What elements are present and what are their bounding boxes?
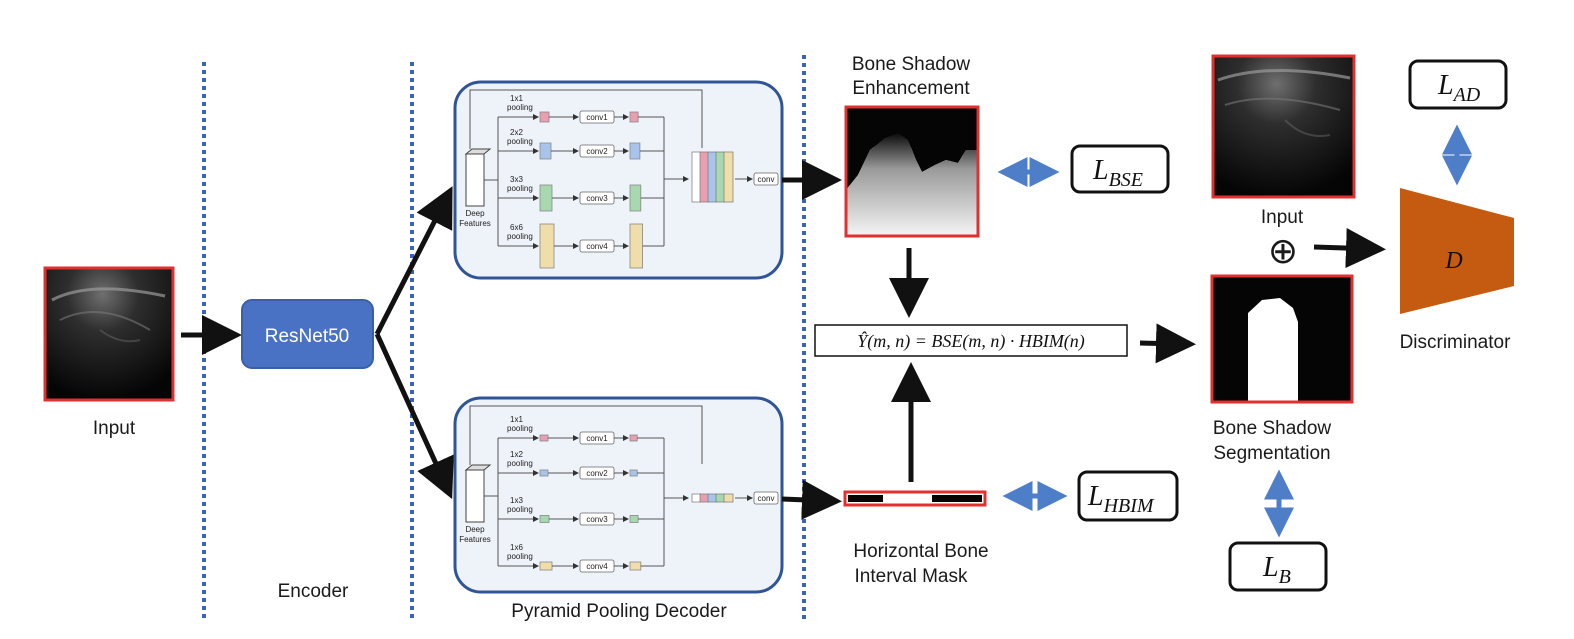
bottom-pyramid-decoder-panel: DeepFeatures1x1poolingconv11x2poolingcon…: [453, 396, 784, 594]
upsampled-feature-block: [629, 184, 642, 212]
input-ultrasound-image: [43, 266, 175, 402]
out-conv-label: conv: [758, 175, 775, 184]
upsampled-feature-block: [629, 223, 644, 269]
bypass-connection: [469, 405, 703, 465]
pool-size-label: 1x1: [510, 415, 523, 424]
pooled-feature-block: [539, 561, 553, 571]
out-conv-label: conv: [758, 494, 775, 503]
pool-size-label: 1x6: [510, 543, 523, 552]
deep-features-label-line1: Deep: [465, 209, 485, 218]
top-decoder-internals: DeepFeatures1x1poolingconv12x2poolingcon…: [459, 89, 779, 269]
conv-label: conv2: [586, 469, 608, 478]
hbim-title-line1: Horizontal Bone: [853, 541, 988, 562]
pooled-feature-block: [539, 515, 550, 523]
top-pyramid-decoder-panel: DeepFeatures1x1poolingconv12x2poolingcon…: [453, 80, 784, 280]
pooled-feature-block: [539, 434, 549, 442]
deep-features-block: [465, 469, 485, 523]
segmentation-output-image: [1210, 274, 1354, 404]
encoder-label: Encoder: [278, 581, 349, 602]
upsampled-feature-block: [629, 515, 639, 523]
out-conv-box: [753, 491, 779, 505]
bse-title-line1: Bone Shadow: [852, 54, 971, 75]
arrow-concat-to-discriminator: [1313, 228, 1386, 269]
hbim-mask-bar: [843, 490, 987, 507]
pool-sub-label: pooling: [507, 552, 533, 561]
concat-oplus-symbol: ⊕: [1268, 230, 1298, 271]
conv-label: conv4: [586, 242, 608, 251]
resnet50-block: [241, 299, 374, 369]
deep-features-label-line1: Deep: [465, 525, 485, 534]
pool-sub-label: pooling: [507, 103, 533, 112]
seg-title-line1: Bone Shadow: [1213, 418, 1332, 439]
formula-text: Ŷ(m, n) = BSE(m, n) · HBIM(n): [857, 330, 1085, 352]
pooled-feature-block: [539, 111, 550, 123]
upsampled-feature-block: [629, 561, 642, 571]
pooled-feature-block: [539, 142, 552, 160]
pool-size-label: 1x2: [510, 450, 523, 459]
input-right-ultrasound-image: [1211, 54, 1356, 199]
pyramid-pooling-decoder-label: Pyramid Pooling Decoder: [511, 601, 727, 622]
conv-label: conv3: [586, 194, 608, 203]
conv-label: conv3: [586, 515, 608, 524]
pooled-feature-block: [539, 184, 553, 212]
pool-sub-label: pooling: [507, 459, 533, 468]
input-left-label: Input: [93, 418, 136, 439]
loss-ad-text: LAD: [1437, 70, 1481, 106]
upsampled-feature-block: [629, 142, 641, 160]
deep-features-label-line2: Features: [459, 535, 491, 544]
deep-features-block-top: [464, 464, 492, 471]
input-right-label: Input: [1261, 207, 1304, 228]
upsampled-feature-block: [629, 434, 638, 442]
loss-b-text: LB: [1262, 552, 1291, 588]
pool-size-label: 1x3: [510, 496, 523, 505]
loss-bse-box: [1070, 144, 1170, 194]
pool-sub-label: pooling: [507, 505, 533, 514]
bse-output-image: [844, 105, 980, 238]
pooled-feature-block: [539, 223, 555, 269]
out-conv-box: [753, 172, 779, 186]
loss-ad-box: [1408, 59, 1508, 110]
conv-label: conv1: [586, 113, 608, 122]
deep-features-block: [465, 153, 485, 207]
pool-sub-label: pooling: [507, 184, 533, 193]
arrow-resnet-to-bottom-decoder: [374, 332, 454, 500]
conv-label: conv4: [586, 562, 608, 571]
concat-feature-slice: [723, 151, 734, 203]
discriminator-symbol: D: [1444, 248, 1462, 274]
seg-title-line2: Segmentation: [1213, 443, 1330, 464]
pool-size-label: 3x3: [510, 175, 523, 184]
pool-size-label: 6x6: [510, 223, 523, 232]
loss-b-box: [1228, 541, 1328, 592]
deep-features-block-top: [464, 148, 492, 155]
arrow-formula-to-segmentation: [1139, 323, 1196, 364]
upsampled-feature-block: [629, 469, 638, 477]
discriminator-label: Discriminator: [1400, 332, 1512, 353]
loss-hbim-box: [1077, 470, 1179, 522]
conv-label: conv2: [586, 147, 608, 156]
loss-bse-text: LBSE: [1092, 155, 1143, 191]
arrow-resnet-to-top-decoder: [374, 186, 453, 336]
loss-hbim-text: LHBIM: [1087, 481, 1155, 517]
resnet50-label: ResNet50: [265, 326, 350, 347]
deep-features-label-line2: Features: [459, 219, 491, 228]
pool-sub-label: pooling: [507, 232, 533, 241]
concat-feature-slice: [723, 493, 734, 503]
pool-size-label: 1x1: [510, 94, 523, 103]
bottom-decoder-internals: DeepFeatures1x1poolingconv11x2poolingcon…: [459, 405, 779, 573]
discriminator-block: [1400, 188, 1514, 314]
bypass-connection: [469, 89, 703, 149]
hbim-title-line2: Interval Mask: [855, 566, 968, 587]
formula-box: [814, 324, 1128, 357]
pool-sub-label: pooling: [507, 424, 533, 433]
upsampled-feature-block: [629, 111, 639, 123]
pooled-feature-block: [539, 469, 549, 477]
arrow-bottom-decoder-to-hbim: [781, 479, 842, 520]
bse-title-line2: Enhancement: [852, 78, 970, 99]
pool-sub-label: pooling: [507, 137, 533, 146]
conv-label: conv1: [586, 434, 608, 443]
pool-size-label: 2x2: [510, 128, 523, 137]
